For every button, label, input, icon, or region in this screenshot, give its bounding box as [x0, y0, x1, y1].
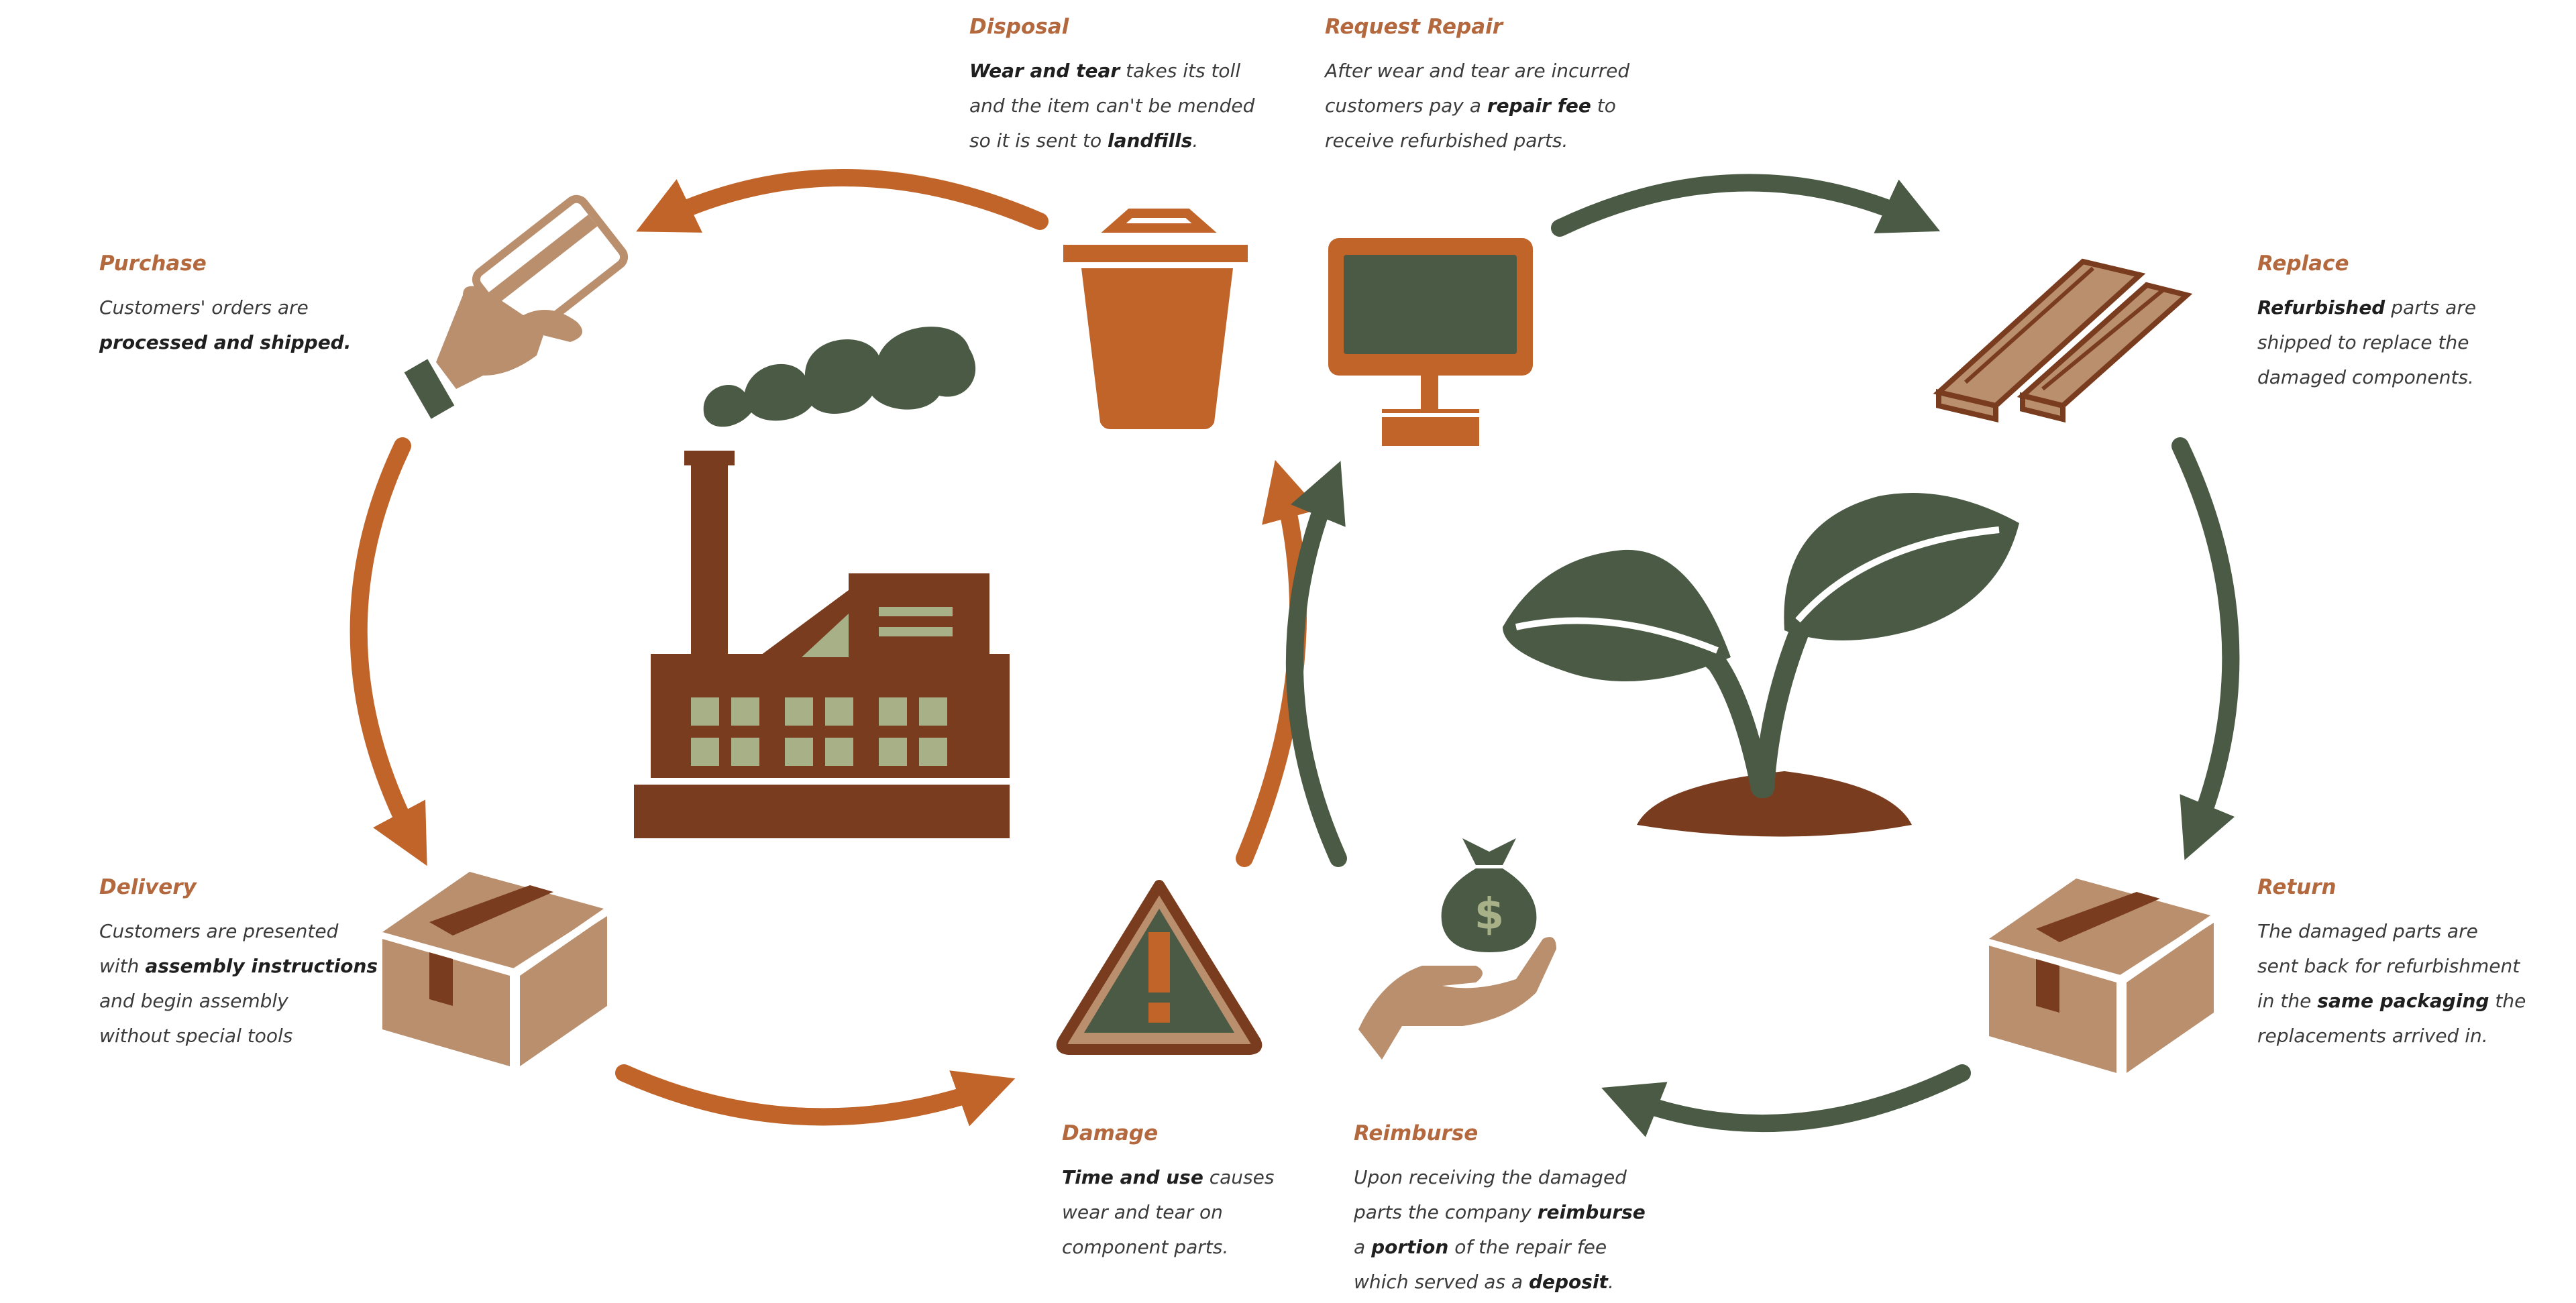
step-description: Time and use causes wear and tear on com…	[1062, 1160, 1344, 1265]
cardboard-box-icon-return	[1988, 879, 2216, 1073]
highlight-text: landfills	[1108, 129, 1193, 152]
factory-icon	[634, 327, 1010, 838]
body-text: .	[1607, 1271, 1614, 1293]
body-text: Customers' orders are	[99, 296, 309, 319]
arrow-disposal-to-purchase	[636, 169, 1049, 233]
highlight-text: processed and shipped.	[99, 331, 352, 353]
highlight-text: Refurbished	[2257, 296, 2385, 319]
computer-monitor-icon	[1328, 238, 1533, 446]
body-text: of the repair fee which served as a	[1354, 1236, 1607, 1293]
step-title: Disposal	[969, 15, 1069, 39]
step-title: Reimburse	[1354, 1121, 1479, 1145]
arrow-repair-to-replace	[1551, 174, 1941, 237]
wood-planks-icon	[1933, 258, 2193, 423]
arrow-return-to-reimburse	[1601, 1064, 1971, 1137]
step-replace: Replace Refurbished parts are shipped to…	[2257, 251, 2539, 395]
step-delivery: Delivery Customers are presented with as…	[99, 875, 381, 1054]
step-purchase: Purchase Customers' orders are processed…	[99, 251, 381, 360]
step-description: Refurbished parts are shipped to replace…	[2257, 290, 2539, 395]
arrow-replace-to-return	[2171, 437, 2240, 860]
arrow-reimburse-to-repair	[1285, 461, 1347, 867]
body-text: the replacements arrived in.	[2257, 990, 2526, 1047]
trash-can-icon	[1063, 209, 1248, 429]
step-title: Damage	[1062, 1121, 1159, 1145]
step-description: Wear and tear takes its toll and the ite…	[969, 54, 1278, 158]
step-description: Upon receiving the damaged parts the com…	[1354, 1160, 1662, 1300]
body-text: parts are shipped to replace the damaged…	[2257, 296, 2477, 388]
body-text: a	[1354, 1236, 1366, 1258]
body-text: to receive refurbished parts.	[1325, 95, 1616, 152]
body-text: causes wear and tear on component parts.	[1062, 1166, 1275, 1258]
highlight-text: Wear and tear	[969, 60, 1120, 82]
warning-triangle-icon	[1056, 880, 1263, 1055]
body-text: Customers are presented with	[99, 920, 339, 977]
step-title: Purchase	[99, 251, 207, 276]
step-title: Delivery	[99, 875, 197, 899]
cardboard-box-icon	[381, 872, 609, 1066]
body-text: The damaged parts are sent back for refu…	[2257, 920, 2520, 1012]
highlight-text: Time and use	[1062, 1166, 1203, 1188]
step-title: Replace	[2257, 251, 2349, 276]
step-title: Return	[2257, 875, 2337, 899]
highlight-text: deposit	[1528, 1271, 1608, 1293]
step-description: The damaged parts are sent back for refu…	[2257, 914, 2566, 1054]
body-text: After wear and tear are incurred custome…	[1325, 60, 1630, 117]
step-description: After wear and tear are incurred custome…	[1325, 54, 1674, 158]
arrow-delivery-to-damage	[615, 1064, 1016, 1127]
highlight-text: same packaging	[2317, 990, 2489, 1012]
arrow-purchase-to-delivery	[350, 437, 427, 866]
highlight-text: reimburse	[1537, 1201, 1646, 1223]
body-text: Upon receiving the damaged parts the com…	[1354, 1166, 1627, 1223]
step-description: Customers are presented with assembly in…	[99, 914, 381, 1054]
step-damage: Damage Time and use causes wear and tear…	[1062, 1121, 1344, 1265]
step-return: Return The damaged parts are sent back f…	[2257, 875, 2566, 1054]
body-text: .	[1192, 129, 1199, 152]
svg-text:$: $	[1474, 890, 1505, 940]
step-request-repair: Request Repair After wear and tear are i…	[1325, 15, 1674, 158]
body-text: and begin assembly without special tools	[99, 990, 293, 1047]
body-text: takes its toll and the item can't be men…	[969, 60, 1255, 152]
highlight-text: portion	[1371, 1236, 1449, 1258]
step-disposal: Disposal Wear and tear takes its toll an…	[969, 15, 1278, 158]
highlight-text: assembly instructions	[145, 955, 378, 977]
money-bag-hand-icon: $	[1358, 838, 1556, 1060]
step-title: Request Repair	[1325, 15, 1503, 39]
credit-card-hand-icon	[404, 194, 629, 419]
step-reimburse: Reimburse Upon receiving the damaged par…	[1354, 1121, 1662, 1300]
highlight-text: repair fee	[1487, 95, 1591, 117]
sprout-icon	[1503, 493, 2019, 837]
step-description: Customers' orders are processed and ship…	[99, 290, 381, 360]
